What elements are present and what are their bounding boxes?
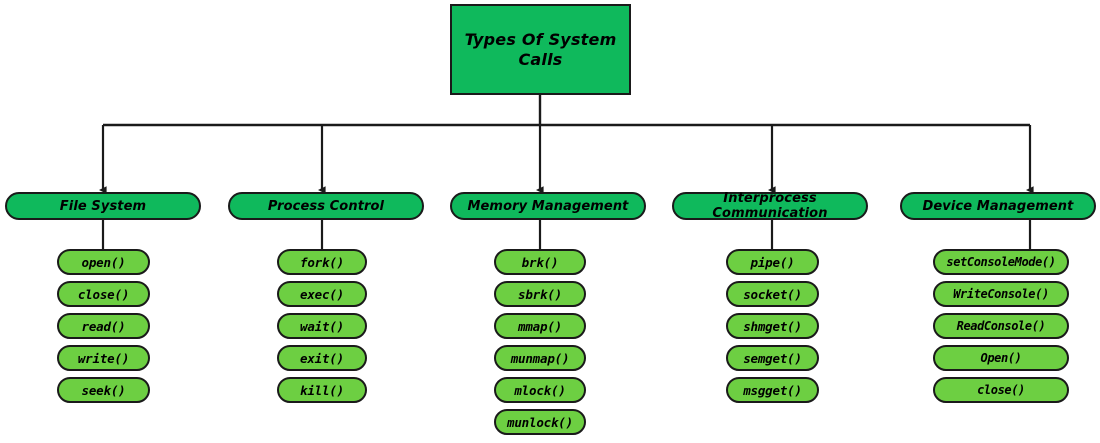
call-label: close() <box>77 286 130 302</box>
call-label: setConsoleMode() <box>946 255 1056 269</box>
call-label: write() <box>77 350 130 366</box>
call-label: seek() <box>81 382 126 398</box>
call-munlock: munlock() <box>494 409 586 435</box>
call-pipe: pipe() <box>726 249 819 275</box>
call-label: brk() <box>521 254 559 270</box>
call-label: munmap() <box>510 350 570 366</box>
call-label: ReadConsole() <box>956 319 1046 333</box>
call-label: pipe() <box>750 254 795 270</box>
call-label: read() <box>81 318 126 334</box>
call-label: socket() <box>743 286 802 302</box>
call-seek: seek() <box>57 377 150 403</box>
category-label: Interprocess Communication <box>712 191 828 221</box>
call-read: read() <box>57 313 150 339</box>
category-label: Process Control <box>267 198 385 214</box>
call-label: msgget() <box>743 382 802 398</box>
call-label: kill() <box>300 382 344 398</box>
call-open-device: Open() <box>933 345 1069 371</box>
root-node: Types Of System Calls <box>450 4 631 95</box>
call-sbrk: sbrk() <box>494 281 586 307</box>
call-label: sbrk() <box>518 286 562 302</box>
call-label: close() <box>977 383 1025 397</box>
category-label: Memory Management <box>467 198 629 214</box>
call-label: semget() <box>743 350 802 366</box>
call-label: exec() <box>300 286 344 302</box>
root-label: Types Of System Calls <box>464 29 617 69</box>
call-readconsole: ReadConsole() <box>933 313 1069 339</box>
call-kill: kill() <box>277 377 367 403</box>
call-socket: socket() <box>726 281 819 307</box>
call-munmap: munmap() <box>494 345 586 371</box>
category-label: File System <box>59 198 147 214</box>
call-mlock: mlock() <box>494 377 586 403</box>
call-shmget: shmget() <box>726 313 819 339</box>
category-process-control: Process Control <box>228 192 424 220</box>
call-label: wait() <box>300 318 344 334</box>
call-semget: semget() <box>726 345 819 371</box>
call-setconsolemode: setConsoleMode() <box>933 249 1069 275</box>
call-fork: fork() <box>277 249 367 275</box>
category-memory-management: Memory Management <box>450 192 646 220</box>
call-wait: wait() <box>277 313 367 339</box>
call-open: open() <box>57 249 150 275</box>
call-writeconsole: WriteConsole() <box>933 281 1069 307</box>
call-close-device: close() <box>933 377 1069 403</box>
call-label: fork() <box>300 254 344 270</box>
call-exec: exec() <box>277 281 367 307</box>
call-label: WriteConsole() <box>953 287 1049 301</box>
category-label: Device Management <box>922 198 1074 214</box>
call-mmap: mmap() <box>494 313 586 339</box>
category-device-management: Device Management <box>900 192 1096 220</box>
call-label: munlock() <box>507 414 573 430</box>
category-file-system: File System <box>5 192 201 220</box>
call-label: exit() <box>300 350 344 366</box>
call-label: open() <box>81 254 126 270</box>
call-label: mmap() <box>518 318 562 334</box>
call-msgget: msgget() <box>726 377 819 403</box>
call-label: mlock() <box>514 382 566 398</box>
call-close: close() <box>57 281 150 307</box>
call-write: write() <box>57 345 150 371</box>
call-exit: exit() <box>277 345 367 371</box>
call-label: shmget() <box>743 318 802 334</box>
category-interprocess-communication: Interprocess Communication <box>672 191 868 221</box>
call-brk: brk() <box>494 249 586 275</box>
call-label: Open() <box>980 351 1022 365</box>
